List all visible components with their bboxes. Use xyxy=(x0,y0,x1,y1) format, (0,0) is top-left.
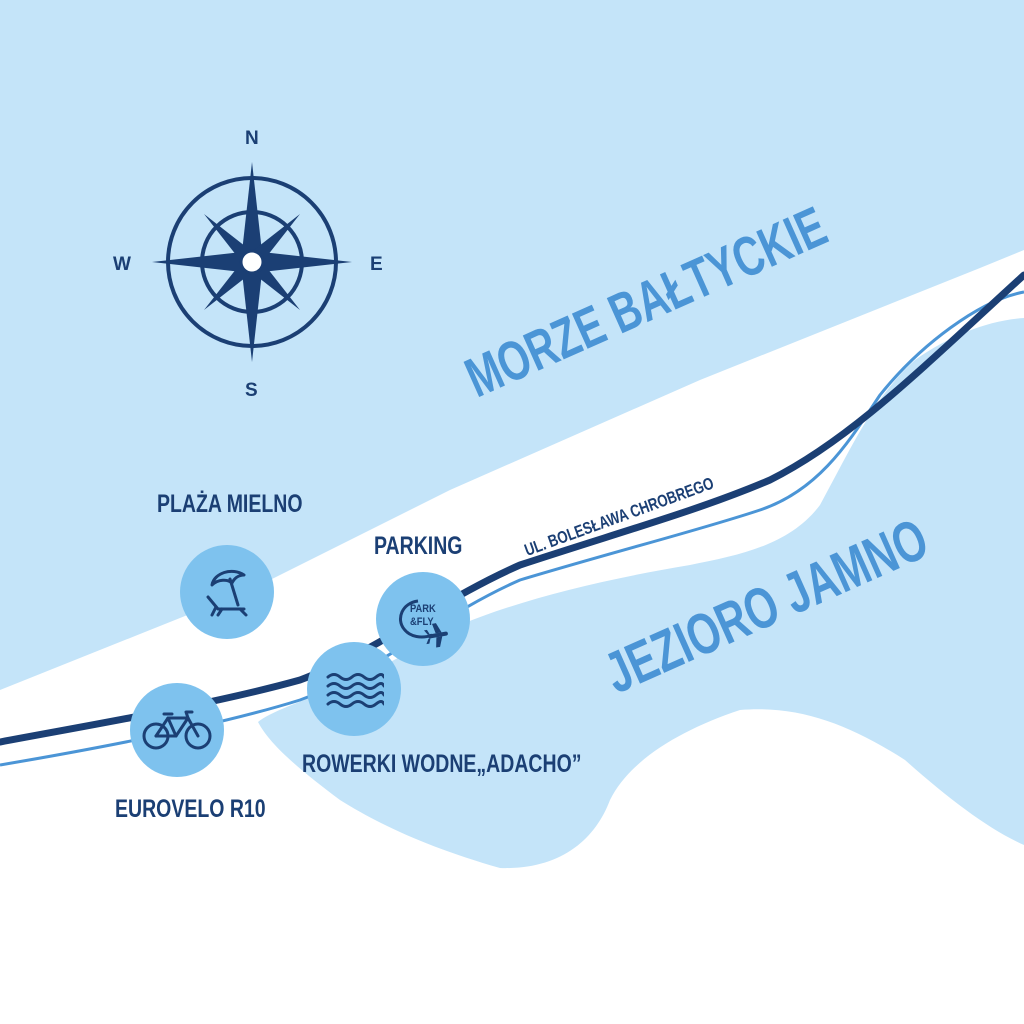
poi-label-parking: PARKING xyxy=(374,532,463,560)
compass-west-label: W xyxy=(113,254,131,275)
park-icon-text: PARK xyxy=(410,603,436,615)
compass-south-label: S xyxy=(245,380,258,401)
poi-label-bike: EUROVELO R10 xyxy=(115,795,266,823)
beach-umbrella-icon xyxy=(206,569,248,617)
compass-rose-icon xyxy=(152,162,352,362)
poi-parking[interactable]: PARK &FLY xyxy=(376,572,470,666)
sea-area xyxy=(0,0,1024,690)
poi-waterbikes[interactable] xyxy=(307,642,401,736)
poi-label-waterbikes: ROWERKI WODNE„ADACHO” xyxy=(302,750,582,778)
poi-bike[interactable] xyxy=(130,683,224,777)
lake-area xyxy=(258,318,1024,869)
compass-east-label: E xyxy=(370,254,383,275)
compass-north-label: N xyxy=(245,128,259,149)
park-and-fly-icon: PARK &FLY xyxy=(388,589,458,649)
poi-beach[interactable] xyxy=(180,545,274,639)
poi-label-beach: PLAŻA MIELNO xyxy=(157,490,303,518)
waves-icon xyxy=(326,673,384,708)
fly-icon-text: &FLY xyxy=(410,616,434,628)
bike-route-line xyxy=(0,290,1024,767)
bicycle-icon xyxy=(142,710,212,750)
